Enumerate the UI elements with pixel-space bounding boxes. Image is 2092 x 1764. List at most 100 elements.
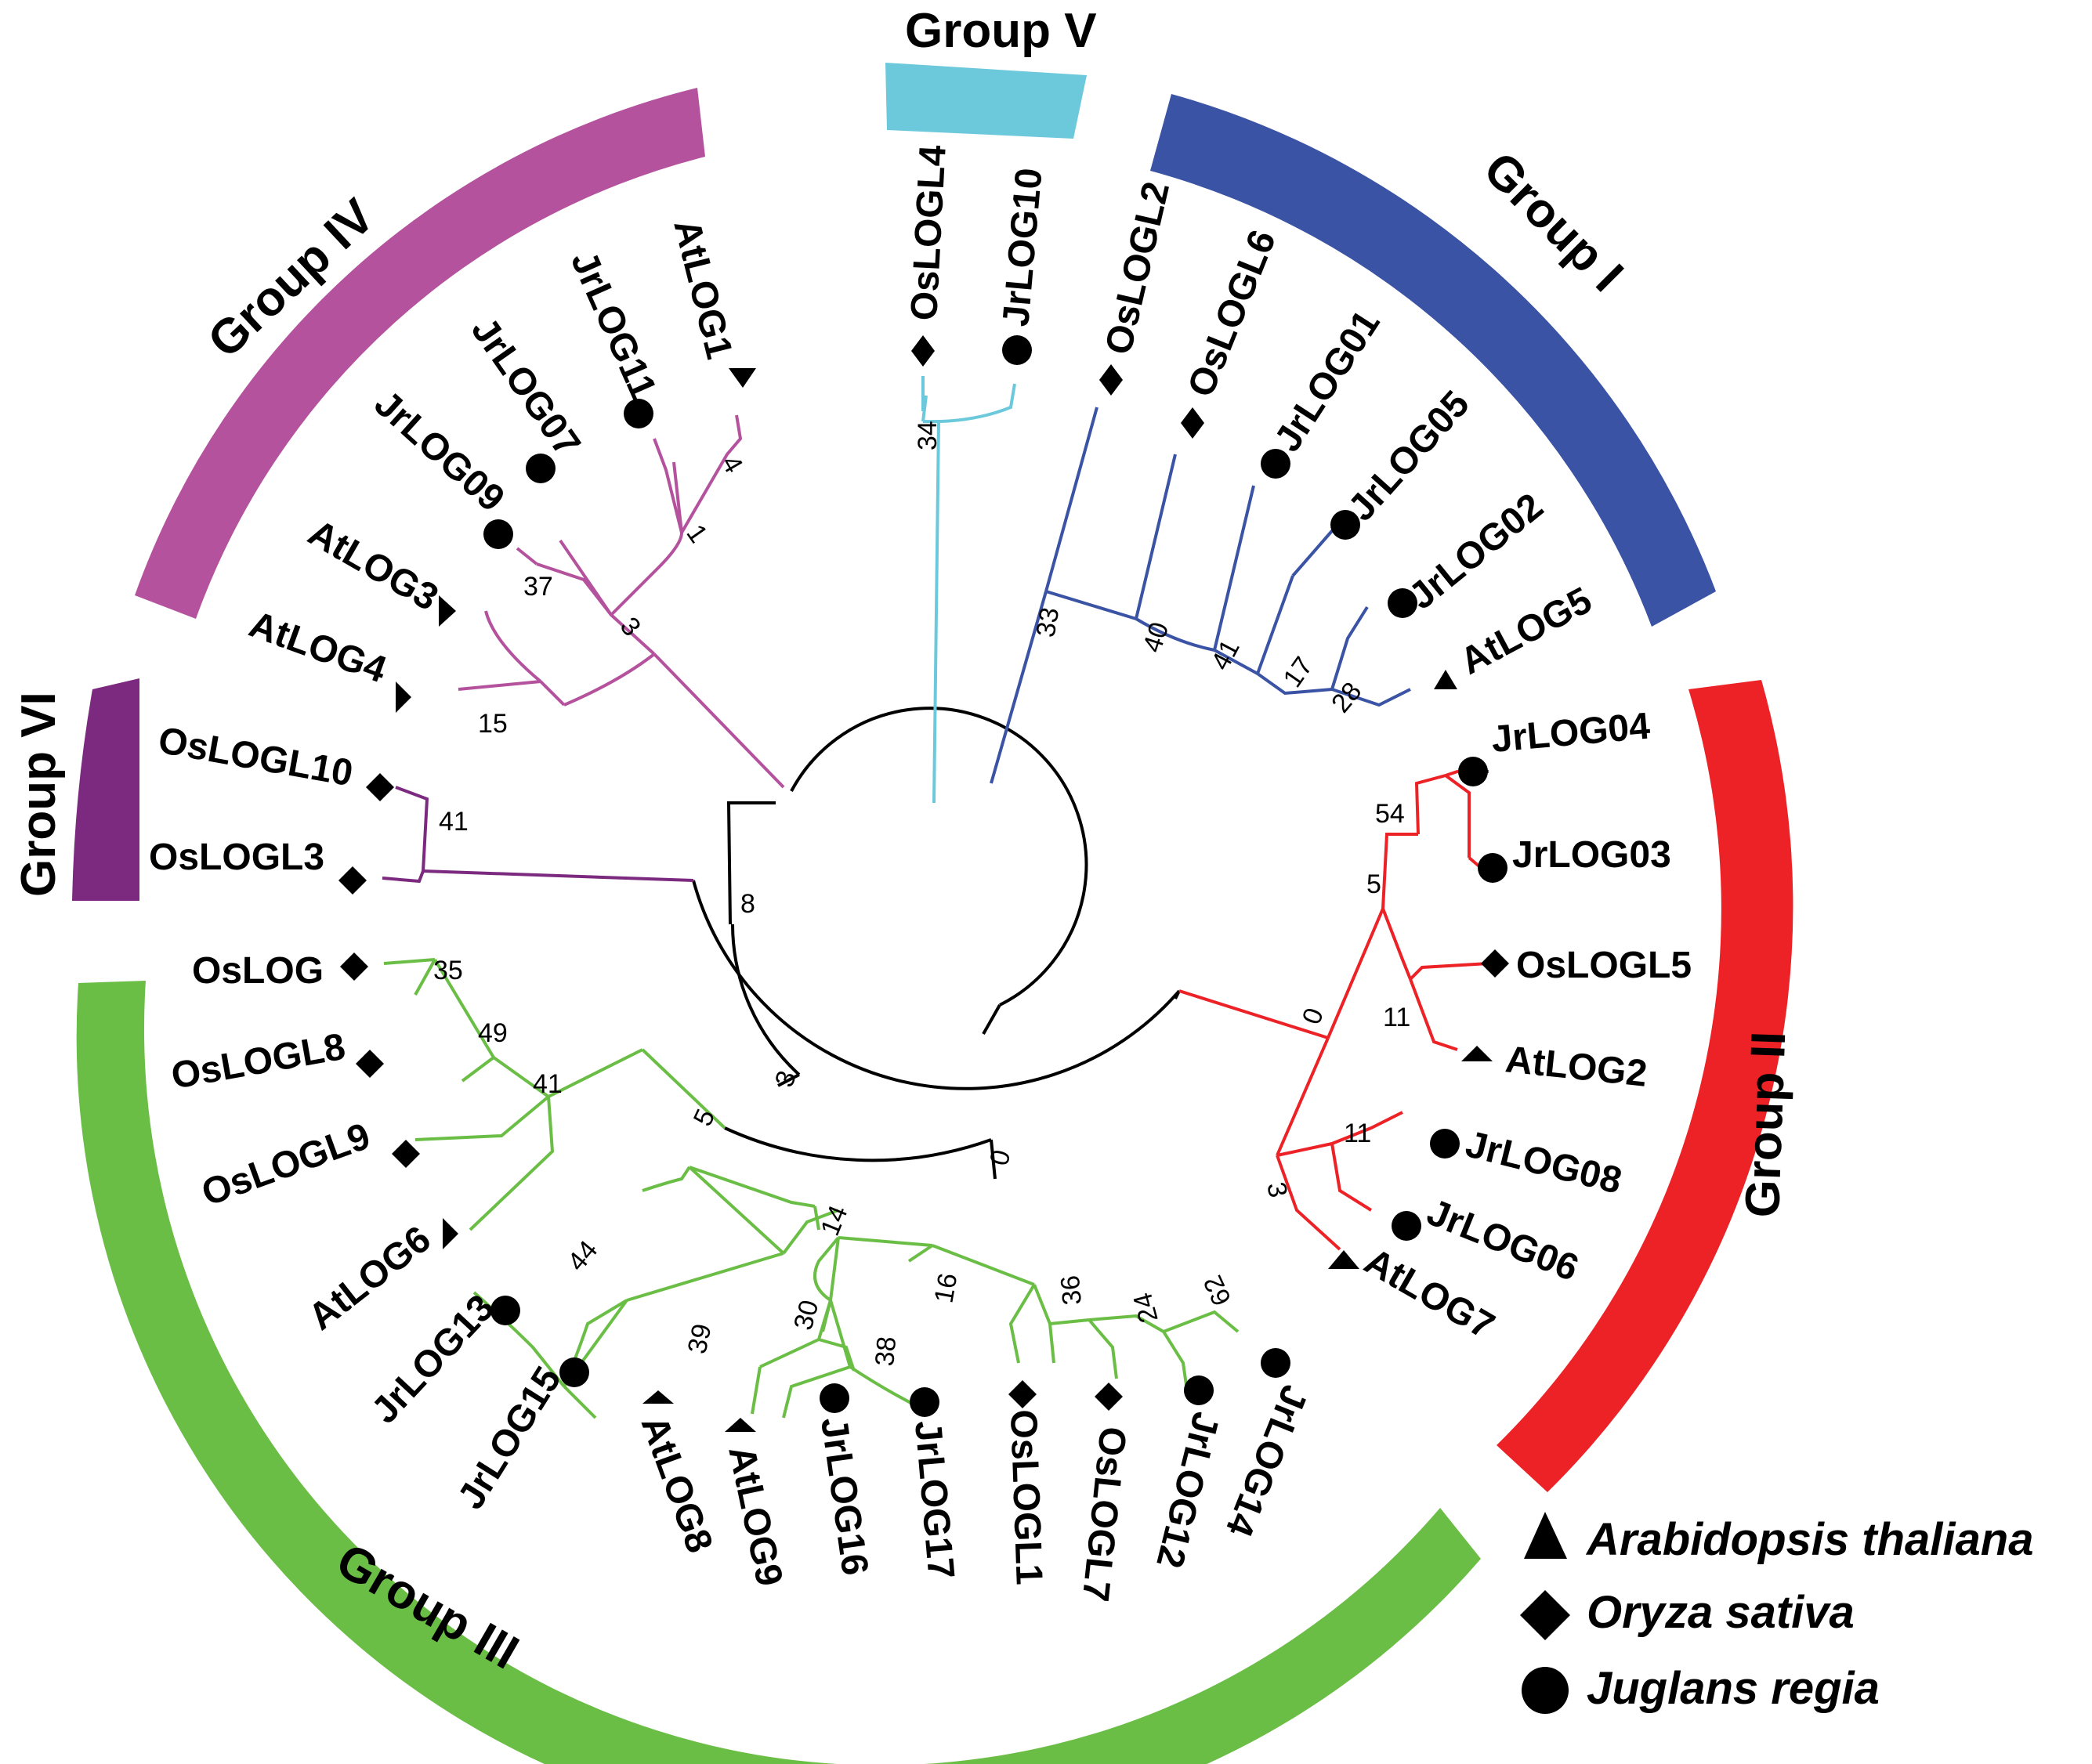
- diamond-marker: [392, 1140, 420, 1168]
- diamond-marker: [340, 952, 368, 981]
- species-legend: Arabidopsis thaliana Oryza sativa Juglan…: [1520, 1512, 2033, 1714]
- diamond-marker: [356, 1050, 384, 1078]
- bootstrap-value: 8: [740, 889, 755, 919]
- leaf-label: AtLOG4: [244, 604, 392, 692]
- bootstrap-value: 15: [478, 709, 508, 739]
- diamond-marker: [338, 866, 367, 895]
- leaf-label: OsLOGL1: [1002, 1409, 1050, 1586]
- bootstrap-value: 3: [1261, 1180, 1293, 1200]
- bootstrap-value: 11: [1383, 1003, 1410, 1032]
- bootstrap-value: 17: [1277, 652, 1319, 693]
- leaf-label: JrLOG01: [1267, 303, 1388, 459]
- leaf-label: OsLOGL2: [1098, 178, 1178, 358]
- legend-label-oryza: Oryza sativa: [1587, 1587, 1855, 1638]
- bootstrap-value: 33: [1030, 605, 1065, 640]
- leaf-label: OsLOGL3: [149, 837, 324, 878]
- bootstrap-value: 30: [788, 1297, 824, 1333]
- group-label-g2: Group II: [1735, 1031, 1796, 1219]
- group-arc-g1: [1150, 94, 1716, 627]
- leaf-label: JrLOG05: [1341, 383, 1478, 529]
- triangle-marker: [443, 1218, 458, 1249]
- leaf-label: OsLOG: [192, 950, 324, 992]
- circle-marker: [490, 1296, 520, 1325]
- leaf-label: OsLOGL8: [168, 1026, 349, 1097]
- circle-marker: [1430, 1129, 1460, 1159]
- bootstrap-value: 36: [1055, 1274, 1088, 1307]
- group-arc-g4: [135, 88, 705, 619]
- backbone-branches: [692, 707, 1181, 1180]
- group-arc-g6: [72, 678, 139, 901]
- diamond-marker: [1095, 1383, 1123, 1411]
- circle-marker: [1478, 853, 1507, 883]
- circle-icon: [1522, 1667, 1569, 1714]
- bootstrap-value: 5: [1366, 869, 1381, 899]
- legend-label-arabidopsis: Arabidopsis thaliana: [1585, 1514, 2033, 1565]
- circle-marker: [526, 454, 556, 483]
- diamond-marker: [366, 773, 394, 801]
- leaf-label: AtLOG8: [633, 1411, 721, 1559]
- legend-label-juglans: Juglans regia: [1587, 1663, 1880, 1714]
- group-label-g5: Group V: [905, 4, 1097, 58]
- bootstrap-labels: 0 54 5 11 11 3 28 17 41 40 33 34 4 1 37 …: [433, 421, 1410, 1368]
- leaf-label: JrLOG17: [907, 1419, 961, 1581]
- diamond-marker: [1181, 407, 1204, 439]
- leaf-label: AtLOG3: [302, 512, 446, 620]
- leaf-label: JrLOG06: [1421, 1191, 1584, 1289]
- leaf-symbols: [338, 335, 1509, 1432]
- circle-marker: [1002, 335, 1032, 365]
- leaf-label: JrLOG04: [1489, 705, 1652, 760]
- leaf-label: OsLOGL10: [155, 720, 356, 795]
- leaf-label: AtLOG1: [665, 215, 740, 363]
- leaf-label: JrLOG11: [563, 245, 664, 405]
- leaf-label: JrLOG02: [1402, 486, 1551, 618]
- group-i-branches: [990, 407, 1411, 784]
- circle-marker: [559, 1357, 589, 1387]
- bootstrap-value: 41: [1206, 635, 1246, 675]
- bootstrap-value: 62: [1198, 1271, 1237, 1310]
- circle-marker: [1392, 1211, 1421, 1241]
- bootstrap-value: 14: [815, 1202, 853, 1240]
- leaf-label: JrLOG16: [813, 1415, 876, 1578]
- leaf-label: JrLOG03: [1512, 834, 1671, 876]
- group-vi-branches: [382, 786, 694, 884]
- bootstrap-value: 37: [523, 572, 553, 602]
- group-arc-g5: [885, 63, 1087, 139]
- circle-marker: [1184, 1375, 1214, 1405]
- bootstrap-value: 41: [533, 1069, 563, 1099]
- triangle-marker: [1328, 1250, 1359, 1269]
- triangle-icon: [1524, 1512, 1567, 1559]
- bootstrap-value: 34: [913, 421, 943, 450]
- diamond-marker: [1481, 949, 1509, 978]
- diamond-marker: [1099, 364, 1123, 396]
- circle-marker: [483, 519, 513, 549]
- leaf-label: OsLOGL4: [903, 144, 954, 322]
- leaf-label: JrLOG09: [367, 383, 512, 520]
- leaf-label: AtLOG9: [720, 1442, 791, 1589]
- leaf-label: JrLOG12: [1148, 1408, 1226, 1572]
- group-v-branches: [921, 376, 1016, 804]
- diamond-marker: [1008, 1380, 1037, 1408]
- circle-marker: [1388, 588, 1417, 618]
- diamond-icon: [1520, 1590, 1570, 1640]
- group-ii-branches: [1178, 770, 1489, 1251]
- triangle-marker: [396, 681, 411, 713]
- triangle-marker: [1434, 670, 1457, 689]
- bootstrap-value: 3: [769, 1067, 802, 1091]
- leaf-label: AtLOG7: [1358, 1241, 1502, 1348]
- bootstrap-value: 28: [1326, 677, 1367, 718]
- group-iv-branches: [458, 414, 785, 789]
- leaf-label: OsLOGL7: [1074, 1425, 1134, 1603]
- leaf-label: AtLOG6: [301, 1218, 439, 1338]
- bootstrap-value: 38: [870, 1336, 902, 1368]
- leaf-label: AtLOG2: [1504, 1039, 1649, 1095]
- bootstrap-value: 49: [478, 1018, 508, 1048]
- bootstrap-value: 0: [1297, 1004, 1330, 1028]
- circle-marker: [1458, 757, 1488, 786]
- leaf-label: JrLOG08: [1461, 1123, 1626, 1202]
- triangle-marker: [729, 368, 756, 388]
- triangle-marker: [725, 1418, 756, 1432]
- circle-marker: [1261, 1348, 1290, 1378]
- group-label-g6: Group VI: [12, 692, 66, 897]
- bootstrap-value: 54: [1375, 799, 1405, 829]
